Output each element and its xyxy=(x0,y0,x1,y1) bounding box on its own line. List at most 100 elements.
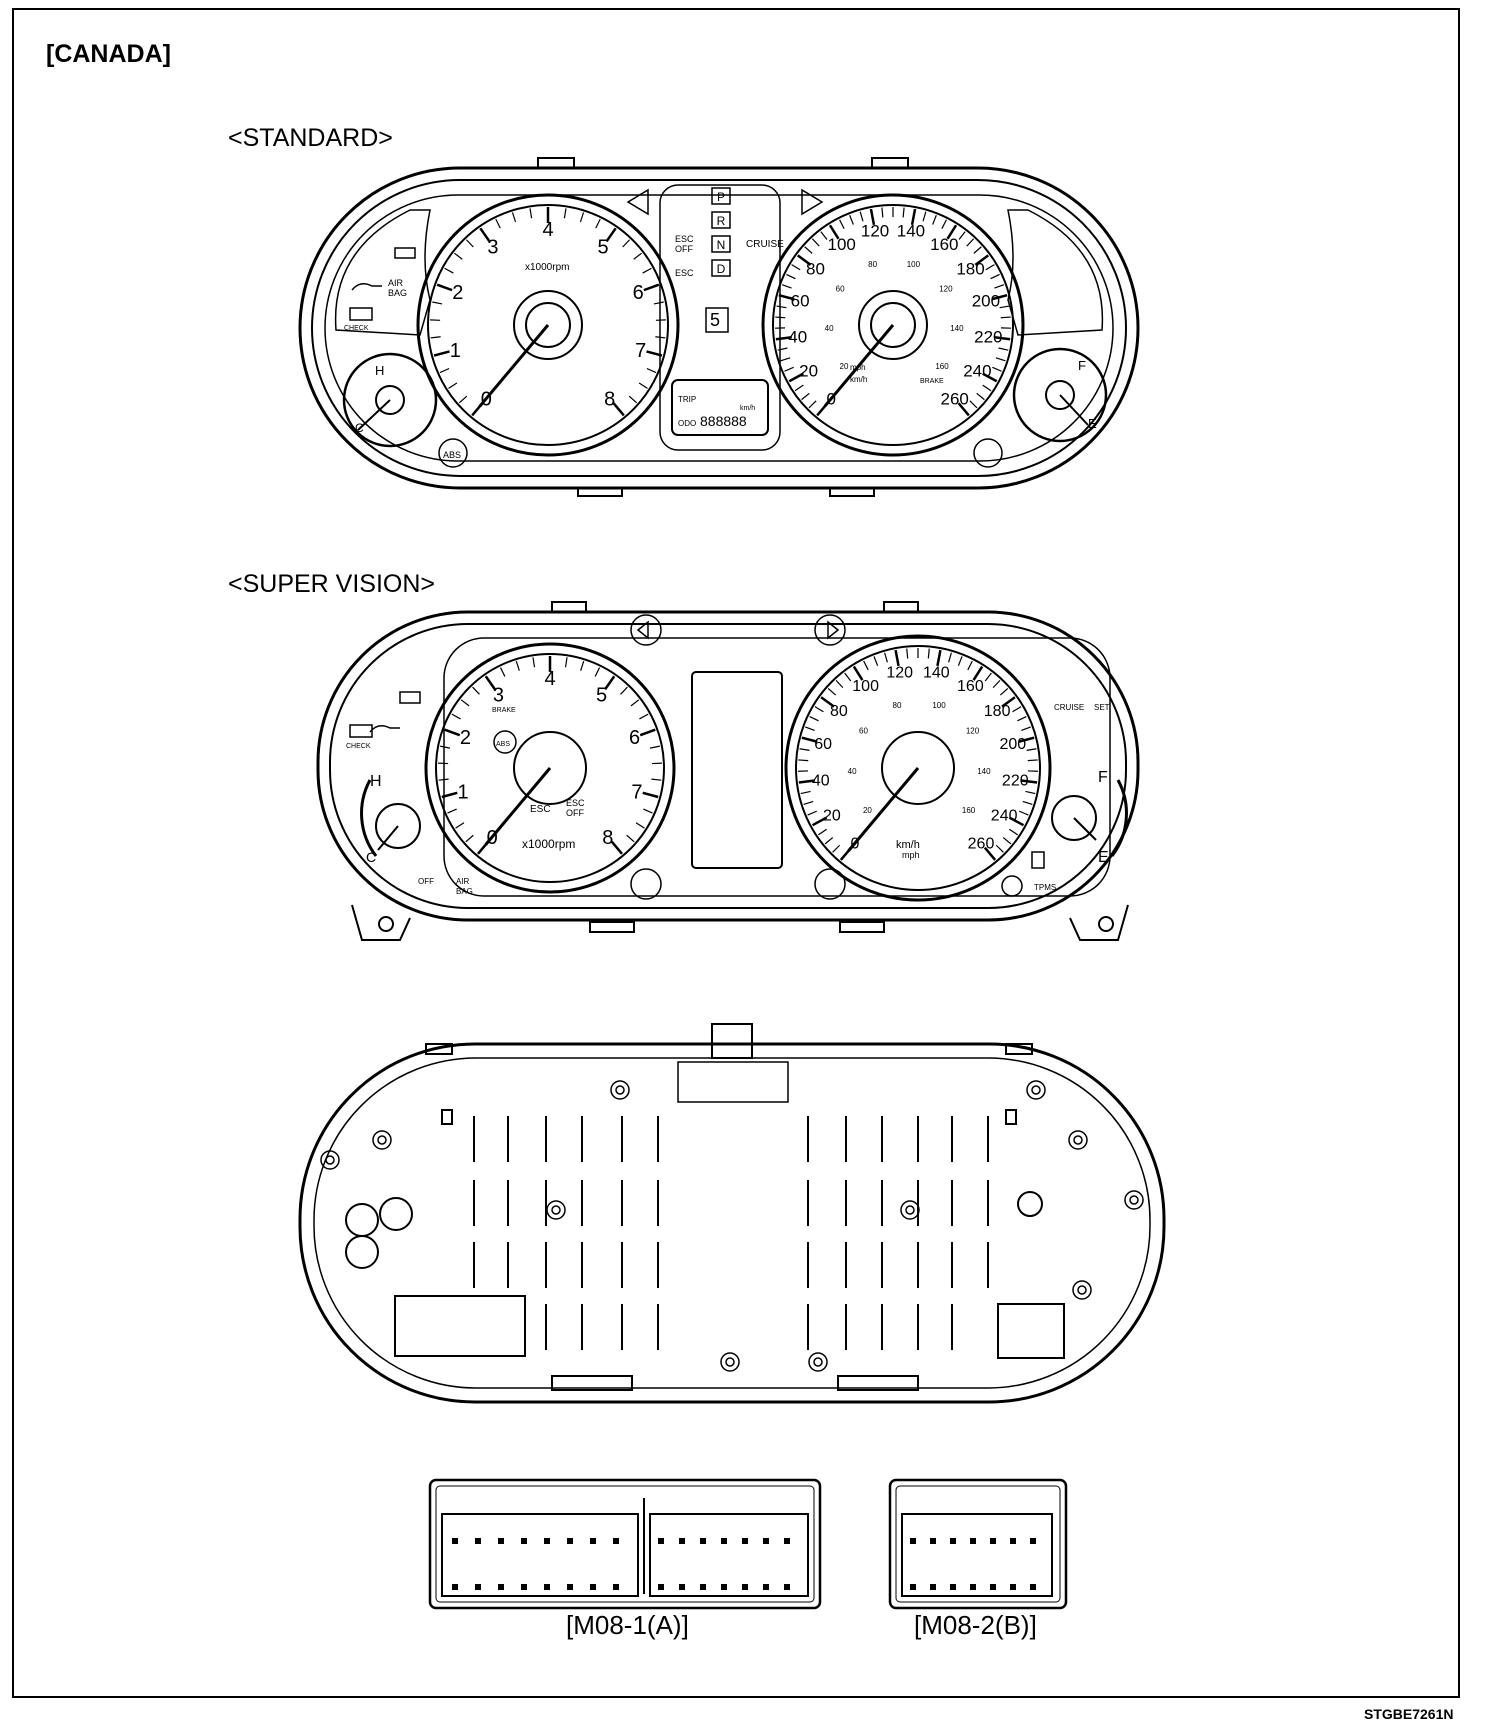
esc-off-label-2: OFF xyxy=(675,244,693,254)
abs-label: ABS xyxy=(496,741,510,748)
std-speedo-tick xyxy=(991,294,1008,301)
sv-speedo-number: 200 xyxy=(999,736,1026,753)
sv-speedo-inner-number: 120 xyxy=(966,727,980,736)
std-speedo-number: 40 xyxy=(788,328,807,347)
left-turn-signal-icon xyxy=(630,614,662,646)
supervision-temp-gauge: H C xyxy=(360,773,421,865)
rear-screw-center xyxy=(905,1205,915,1215)
std-tach-tick xyxy=(465,239,474,248)
supervision-display xyxy=(691,671,783,869)
connector-a-pin xyxy=(590,1538,596,1544)
fuel-f-label: F xyxy=(1078,358,1086,373)
sv-speedo-tick xyxy=(799,748,810,751)
supervision-speedo-kmh: km/h xyxy=(896,839,920,851)
sv-speedo-inner-number: 140 xyxy=(977,767,991,776)
sv-tach-needle xyxy=(484,767,552,846)
connector-a-pin xyxy=(475,1538,481,1544)
airbag-label-2: BAG xyxy=(388,288,407,298)
connector-a-pin xyxy=(452,1584,458,1590)
std-speedo-tick xyxy=(781,284,792,289)
std-speedo-tick xyxy=(957,402,970,417)
sv-speedo-tick xyxy=(1009,828,1018,836)
esc-off-label: ESC xyxy=(675,234,694,244)
sv-tach-tick xyxy=(642,791,659,799)
standard-tach-unit: x1000rpm xyxy=(525,262,569,273)
std-speedo-number: 120 xyxy=(861,222,889,241)
lcd-odo-label: ODO xyxy=(678,419,696,428)
check-engine-icon xyxy=(349,724,373,738)
std-tach-tick xyxy=(448,382,458,389)
std-speedo-tick xyxy=(973,246,982,254)
sv-speedo-tick xyxy=(805,726,815,731)
std-speedo-tick xyxy=(999,305,1010,309)
std-tach-number: 1 xyxy=(450,340,461,362)
sv-tach-tick xyxy=(564,657,568,668)
std-speedo-tick xyxy=(775,316,786,319)
sv-speedo-tick xyxy=(1025,790,1036,795)
sv-tach-number: 2 xyxy=(460,727,471,749)
std-tach-tick xyxy=(479,227,491,243)
sv-speedo-tick xyxy=(814,706,824,713)
std-speedo-inner-number: 40 xyxy=(825,324,834,333)
std-tach-tick xyxy=(605,227,617,243)
cruise-label: CRUISE xyxy=(746,239,784,250)
connector-a-pin xyxy=(700,1538,706,1544)
rear-screw-center xyxy=(615,1085,625,1095)
sv-speedo-number: 180 xyxy=(984,703,1011,720)
right-turn-signal-icon xyxy=(801,188,824,216)
std-speedo-number: 260 xyxy=(941,389,969,408)
std-tach-tick xyxy=(454,252,463,260)
right-turn-signal-icon xyxy=(814,614,846,646)
document-code: STGBE7261N xyxy=(1364,1706,1454,1722)
rear-screw xyxy=(610,1080,630,1100)
fog-lamp-icon xyxy=(814,868,846,900)
connector-a-pin xyxy=(452,1538,458,1544)
connector-b-pin xyxy=(1010,1538,1016,1544)
needle-hub xyxy=(513,731,587,805)
sv-speedo-tick xyxy=(820,696,835,708)
airbag-label-2: BAG xyxy=(456,887,473,896)
std-speedo-tick xyxy=(796,254,812,266)
std-tach-tick xyxy=(563,208,567,219)
lcd-trip-label: TRIP xyxy=(678,395,696,404)
sv-speedo-number: 60 xyxy=(814,736,832,753)
std-speedo-number: 200 xyxy=(972,292,1000,311)
std-tach-tick xyxy=(439,367,450,374)
sv-speedo-number: 100 xyxy=(852,678,879,695)
sv-tach-tick xyxy=(626,834,635,843)
sv-tach-tick xyxy=(472,686,480,695)
std-speedo-number: 220 xyxy=(974,328,1002,347)
sv-tach-number: 6 xyxy=(629,727,640,749)
rear-connector-a xyxy=(394,1295,526,1357)
gear-letter: P xyxy=(717,190,725,204)
connector-b-pin xyxy=(970,1584,976,1590)
sv-speedo-number: 220 xyxy=(1002,772,1029,789)
std-tach-tick xyxy=(638,382,648,389)
sv-speedo-tick xyxy=(1022,800,1033,806)
rear-screw-center xyxy=(551,1205,561,1215)
set-label: SET xyxy=(1094,703,1110,712)
sv-speedo-tick xyxy=(824,837,834,845)
std-speedo-inner-number: 120 xyxy=(939,285,953,294)
sv-speedo-tick xyxy=(1002,837,1012,845)
sv-tach-tick xyxy=(460,699,470,707)
connector-a-pin xyxy=(498,1538,504,1544)
fuel-f-label: F xyxy=(1098,769,1108,786)
std-speedo-tick xyxy=(992,366,1002,372)
standard-speedo-mph: mph xyxy=(850,363,866,372)
connector-a-pin xyxy=(763,1584,769,1590)
sv-speedo-tick xyxy=(1001,696,1016,708)
sv-tach-tick xyxy=(484,675,496,691)
needle-hub xyxy=(513,290,583,360)
std-speedo-tick xyxy=(995,357,1006,362)
sv-tach-tick xyxy=(610,840,623,855)
check-engine-icon xyxy=(349,307,373,321)
supervision-tach-unit: x1000rpm xyxy=(522,837,575,851)
sv-speedo-tick xyxy=(972,665,984,681)
rear-screw xyxy=(900,1200,920,1220)
connector-a-pin xyxy=(521,1538,527,1544)
sv-speedo-tick xyxy=(884,652,888,663)
rear-screw-center xyxy=(1129,1195,1139,1205)
std-speedo-inner-number: 60 xyxy=(836,285,845,294)
